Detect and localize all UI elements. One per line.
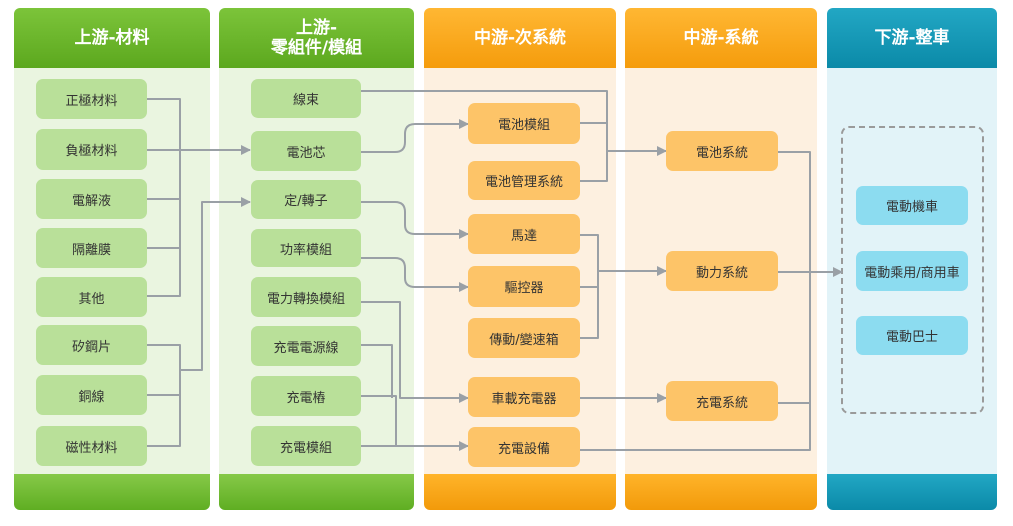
material-electrolyte: 電解液 bbox=[36, 179, 147, 219]
subsystem-controller: 驅控器 bbox=[468, 266, 580, 307]
component-charging-cable: 充電電源線 bbox=[251, 326, 361, 366]
material-separator: 隔離膜 bbox=[36, 228, 147, 268]
material-cathode: 正極材料 bbox=[36, 79, 147, 119]
subsystem-onboard-charger: 車載充電器 bbox=[468, 377, 580, 417]
subsystem-battery-module: 電池模組 bbox=[468, 103, 580, 144]
system-charging: 充電系統 bbox=[666, 381, 778, 421]
material-silicon-steel: 矽鋼片 bbox=[36, 325, 147, 365]
column-header-systems: 中游-系統 bbox=[625, 8, 817, 68]
component-charging-pile: 充電樁 bbox=[251, 376, 361, 416]
system-powertrain: 動力系統 bbox=[666, 251, 778, 291]
component-stator-rotor: 定/轉子 bbox=[251, 180, 361, 219]
system-battery: 電池系統 bbox=[666, 131, 778, 171]
component-power-module: 功率模組 bbox=[251, 229, 361, 267]
component-power-conversion: 電力轉換模組 bbox=[251, 277, 361, 317]
material-anode: 負極材料 bbox=[36, 129, 147, 170]
vehicle-e-scooter: 電動機車 bbox=[856, 186, 968, 225]
column-header-vehicles: 下游-整車 bbox=[827, 8, 997, 68]
vehicle-e-car: 電動乘用/商用車 bbox=[856, 251, 968, 291]
column-header-components: 上游-零組件/模組 bbox=[219, 8, 414, 68]
vehicle-e-bus: 電動巴士 bbox=[856, 316, 968, 355]
subsystem-motor: 馬達 bbox=[468, 214, 580, 254]
subsystem-charging-equipment: 充電設備 bbox=[468, 427, 580, 467]
subsystem-bms: 電池管理系統 bbox=[468, 161, 580, 200]
component-battery-cell: 電池芯 bbox=[251, 131, 361, 171]
column-header-subsystems: 中游-次系統 bbox=[424, 8, 616, 68]
column-header-materials: 上游-材料 bbox=[14, 8, 210, 68]
material-magnetic: 磁性材料 bbox=[36, 426, 147, 466]
subsystem-transmission: 傳動/變速箱 bbox=[468, 318, 580, 358]
material-copper-wire: 銅線 bbox=[36, 375, 147, 415]
component-wire-harness: 線束 bbox=[251, 79, 361, 118]
component-charging-module: 充電模組 bbox=[251, 426, 361, 466]
material-other: 其他 bbox=[36, 277, 147, 317]
